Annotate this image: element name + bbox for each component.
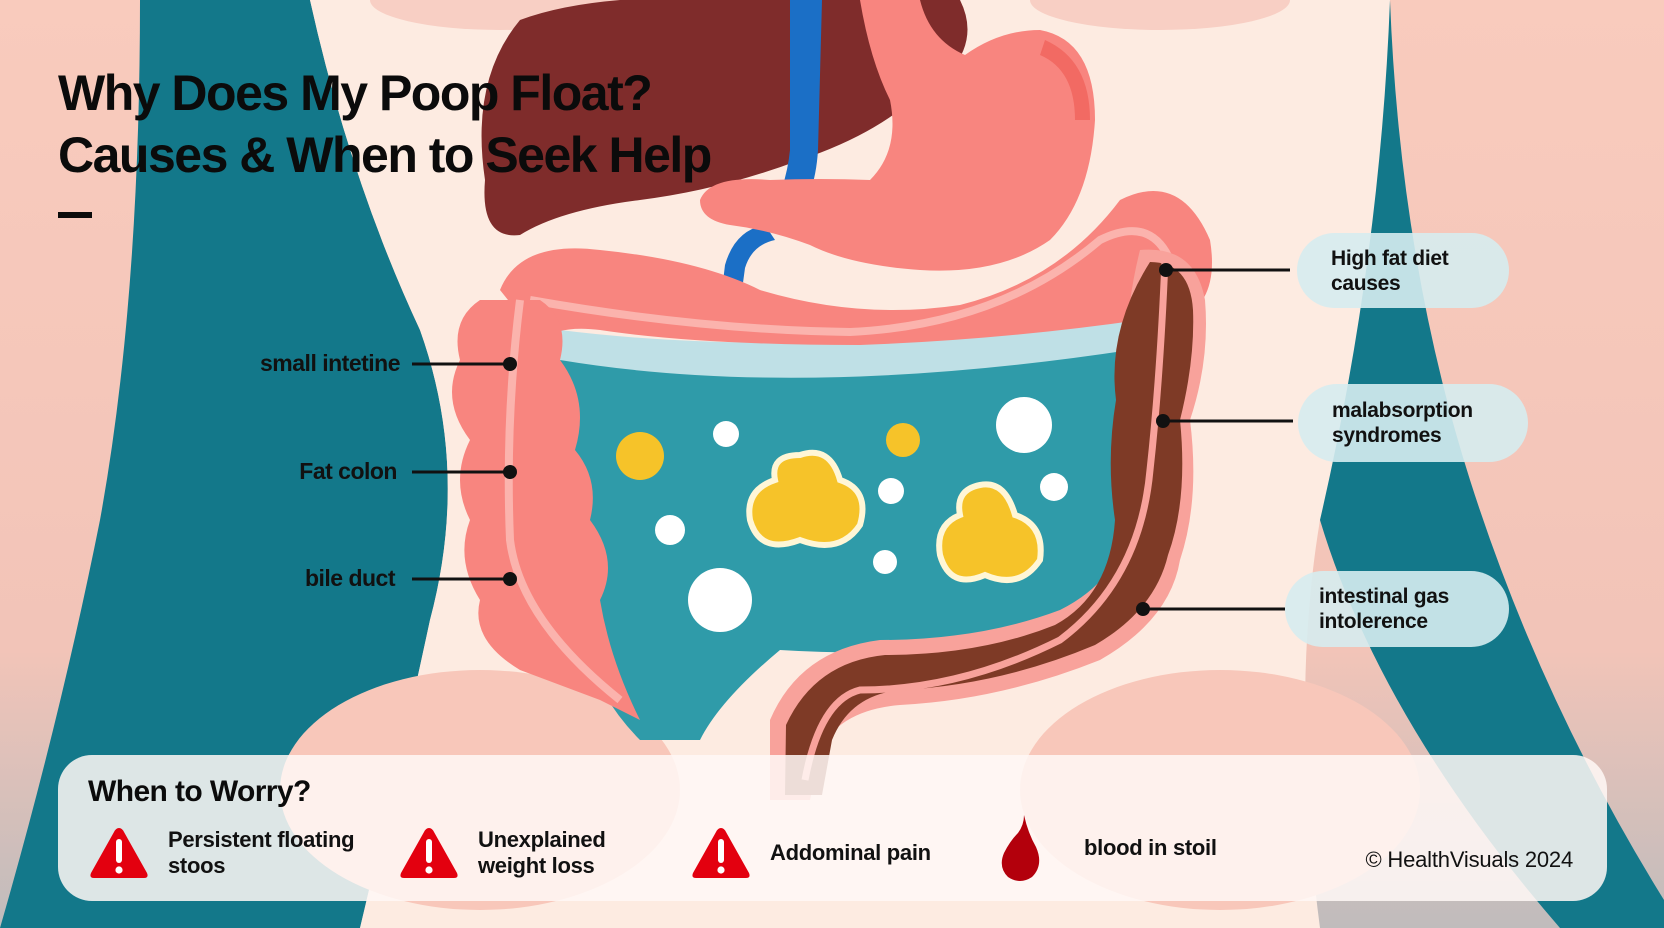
page-title: Why Does My Poop Float? Causes & When to… [58, 62, 712, 186]
title-line-1: Why Does My Poop Float? [58, 65, 653, 121]
fat-droplets [616, 423, 1044, 583]
left-leader-lines [412, 362, 510, 581]
warning-line-1: blood in stoil [1084, 835, 1217, 860]
callout-line-2: causes [1331, 271, 1401, 295]
callout-malabsorption: malabsorption syndromes [1298, 384, 1528, 462]
right-torso-band [1293, 0, 1664, 928]
callout-line-1: malabsorption [1332, 399, 1473, 422]
title-underline-dash [58, 212, 92, 218]
warning-line-1: Addominal pain [770, 840, 931, 865]
stomach [700, 0, 1095, 271]
warning-line-1: Persistent floating [168, 827, 355, 852]
transverse-colon [500, 191, 1212, 345]
left-torso-band [0, 0, 448, 928]
label-small-intestine: small intetine [260, 350, 400, 376]
liver [481, 0, 968, 236]
callout-line-2: syndromes [1332, 424, 1442, 447]
warning-triangle-icon [400, 828, 458, 878]
callout-line-1: intestinal gas [1319, 585, 1450, 608]
warning-item: Addominal pain [690, 825, 931, 881]
warning-line-1: Unexplained [478, 827, 606, 852]
descending-colon [785, 262, 1194, 795]
callout-line-1: High fat diet [1331, 246, 1449, 270]
warning-line-2: stoos [168, 853, 226, 878]
label-bile-duct: bile duct [304, 565, 396, 591]
warning-item: blood in stoil [998, 813, 1217, 883]
when-to-worry-panel: When to Worry? Persistent floating stoos… [58, 755, 1607, 901]
warning-line-2: weight loss [478, 853, 595, 878]
callout-high-fat-diet: High fat diet causes [1297, 233, 1509, 308]
warning-triangle-icon [90, 828, 148, 878]
warning-item: Persistent floating stoos [88, 825, 355, 881]
ascending-colon [452, 300, 640, 720]
warning-triangle-icon [692, 828, 750, 878]
blood-drop-icon [1001, 815, 1040, 881]
right-leader-lines [1143, 268, 1293, 611]
bile-duct-lower [722, 225, 775, 290]
label-fat-colon: Fat colon [299, 458, 397, 484]
bile-duct-upper [765, 0, 822, 225]
panel-title: When to Worry? [88, 775, 311, 808]
title-line-2: Causes & When to Seek Help [58, 127, 712, 183]
copyright-text: © HealthVisuals 2024 [1365, 847, 1574, 872]
callout-line-2: intolerence [1319, 610, 1428, 633]
gas-bubbles [655, 397, 1068, 632]
warning-item: Unexplained weight loss [398, 825, 606, 881]
callout-intestinal-gas: intestinal gas intolerence [1285, 571, 1509, 647]
